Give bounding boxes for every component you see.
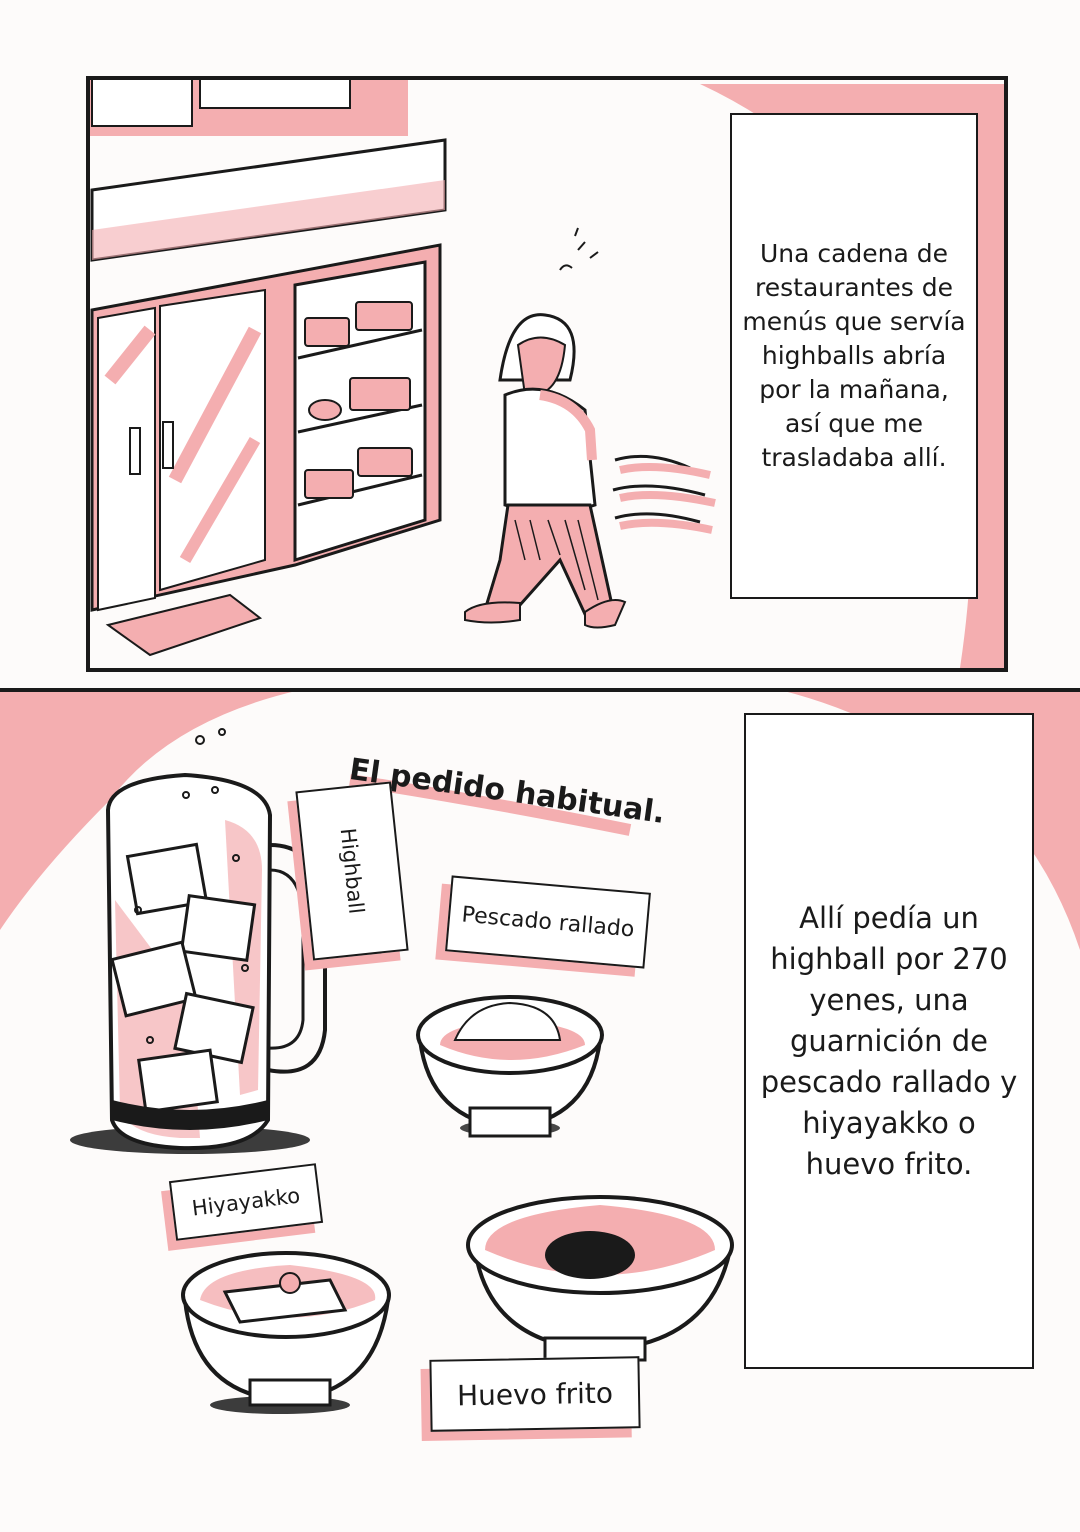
- narration-box-2: Allí pedía un highball por 270 yenes, un…: [744, 713, 1034, 1369]
- narration-box-1: Una cadena de restaurantes de menús que …: [730, 113, 978, 599]
- narration-text-1: Una cadena de restaurantes de menús que …: [742, 239, 966, 472]
- label-hiyayakko-text: Hiyayakko: [190, 1183, 302, 1221]
- highball-glass: [70, 728, 327, 1154]
- narration-text-2: Allí pedía un highball por 270 yenes, un…: [760, 900, 1018, 1181]
- hiyayakko-bowl: [181, 1251, 391, 1414]
- walking-person: [464, 227, 716, 629]
- panel-1: [86, 76, 1008, 672]
- label-highball: Highball: [295, 781, 409, 961]
- label-huevo-text: Huevo frito: [456, 1376, 614, 1412]
- label-highball-text: Highball: [335, 826, 369, 916]
- egg-bowl: [466, 1195, 734, 1362]
- pescado-bowl: [416, 995, 604, 1138]
- label-pescado-text: Pescado rallado: [460, 902, 636, 942]
- label-huevo: Huevo frito: [429, 1356, 641, 1432]
